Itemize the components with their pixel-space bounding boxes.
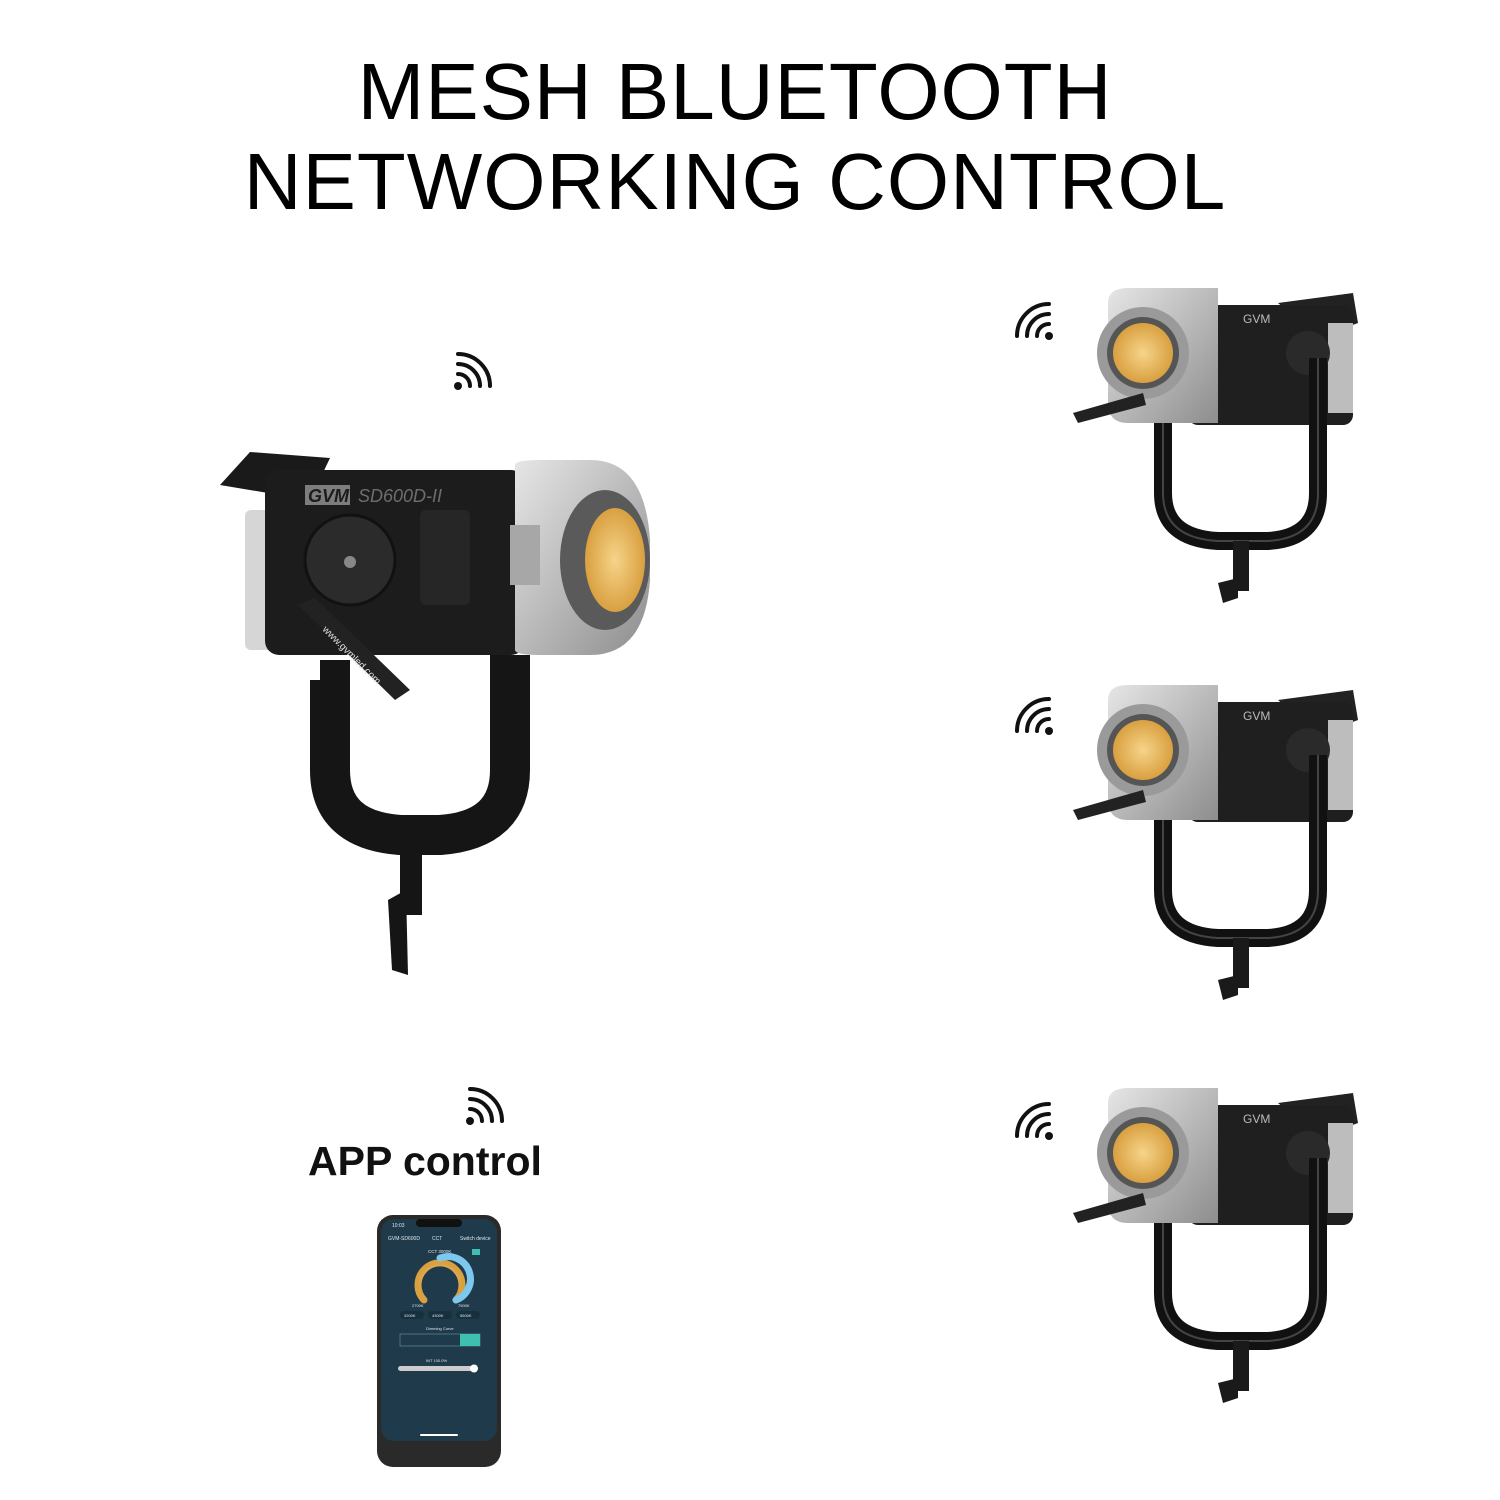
svg-text:INT 100.0%: INT 100.0%: [426, 1358, 447, 1363]
svg-text:2700K: 2700K: [412, 1303, 424, 1308]
networked-light-1: GVM: [1068, 283, 1368, 613]
svg-text:3200K: 3200K: [404, 1313, 416, 1318]
svg-text:5600K: 5600K: [460, 1313, 472, 1318]
svg-text:CCT 3000K: CCT 3000K: [428, 1249, 451, 1254]
app-control-label: APP control: [308, 1138, 542, 1184]
model-label: SD600D-II: [358, 486, 442, 506]
title-line-2: NETWORKING CONTROL: [243, 137, 1227, 226]
svg-text:GVM: GVM: [1243, 709, 1270, 723]
title-line-1: MESH BLUETOOTH: [357, 47, 1113, 136]
networked-light-3: GVM: [1068, 1083, 1368, 1413]
svg-text:GVM: GVM: [1243, 1112, 1270, 1126]
wireless-signal-icon: [448, 350, 494, 396]
svg-text:GVM-SD600D: GVM-SD600D: [388, 1236, 420, 1242]
svg-text:4300K: 4300K: [432, 1313, 444, 1318]
smartphone-app-screen: 10:03 GVM-SD600D CCT Switch device CCT 3…: [377, 1215, 501, 1467]
svg-text:CCT: CCT: [432, 1236, 442, 1242]
svg-text:GVM: GVM: [1243, 312, 1270, 326]
wireless-signal-icon: [1013, 695, 1059, 741]
svg-text:10:03: 10:03: [392, 1223, 405, 1229]
wireless-signal-icon: [460, 1085, 506, 1131]
svg-text:Switch device: Switch device: [460, 1236, 491, 1242]
svg-text:Dimming Curve: Dimming Curve: [426, 1326, 454, 1331]
wireless-signal-icon: [1013, 1100, 1059, 1146]
networked-light-2: GVM: [1068, 680, 1368, 1010]
brand-logo: GVM: [308, 486, 350, 506]
main-light-image: GVM SD600D-II www.gvmled.com: [220, 452, 650, 975]
wireless-signal-icon: [1013, 300, 1059, 346]
svg-text:7500K: 7500K: [458, 1303, 470, 1308]
